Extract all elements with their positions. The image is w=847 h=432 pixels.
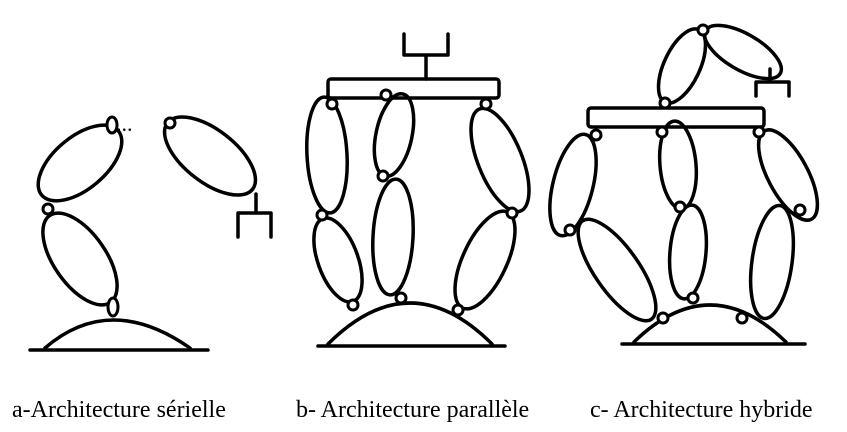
parallel-joint bbox=[325, 97, 339, 111]
hybrid-joint bbox=[696, 23, 710, 37]
hybrid-link-l2 bbox=[576, 217, 658, 323]
hybrid-base bbox=[632, 303, 788, 344]
parallel-platform bbox=[326, 77, 501, 100]
parallel-gripper-icon bbox=[402, 32, 450, 81]
hybrid-joint bbox=[686, 291, 700, 305]
serial-joint-far bbox=[163, 116, 177, 130]
serial-joint-top bbox=[105, 115, 119, 135]
parallel-link-r1 bbox=[469, 106, 531, 214]
hybrid-joint bbox=[752, 125, 766, 139]
hybrid-gripper-icon bbox=[754, 67, 791, 98]
serial-joint-base bbox=[106, 296, 120, 318]
hybrid-joint bbox=[655, 125, 669, 139]
hybrid-architecture bbox=[548, 23, 820, 346]
hybrid-link-m2 bbox=[667, 203, 709, 301]
serial-joints bbox=[41, 115, 177, 318]
parallel-link-r2 bbox=[453, 209, 517, 311]
serial-link-1 bbox=[36, 123, 124, 203]
hybrid-joint bbox=[656, 311, 670, 325]
hybrid-joint bbox=[563, 223, 577, 237]
serial-dots: ... bbox=[116, 111, 133, 136]
parallel-link-l1 bbox=[305, 95, 349, 215]
parallel-architecture bbox=[305, 77, 531, 348]
hybrid-joint bbox=[658, 96, 672, 110]
parallel-joint bbox=[379, 88, 393, 102]
hybrid-joint bbox=[673, 200, 687, 214]
parallel-base bbox=[326, 301, 494, 346]
parallel-link-l2 bbox=[312, 216, 364, 304]
hybrid-link-l1 bbox=[548, 132, 598, 238]
hybrid-joints bbox=[563, 23, 807, 325]
hybrid-joint bbox=[735, 311, 749, 325]
parallel-joint bbox=[451, 303, 465, 317]
parallel-link-m2 bbox=[371, 177, 415, 297]
caption-hybrid-architecture: c- Architecture hybride bbox=[590, 397, 813, 423]
parallel-joint bbox=[376, 169, 390, 183]
parallel-joint bbox=[479, 97, 493, 111]
serial-architecture: ... bbox=[28, 111, 258, 352]
hybrid-joint bbox=[793, 203, 807, 217]
parallel-joints bbox=[315, 88, 519, 317]
parallel-joint bbox=[346, 298, 360, 312]
hybrid-platform bbox=[586, 106, 766, 129]
parallel-joint bbox=[315, 208, 329, 222]
parallel-joint bbox=[505, 206, 519, 220]
serial-gripper-icon bbox=[236, 192, 273, 239]
parallel-link-m1 bbox=[372, 91, 416, 179]
parallel-joint bbox=[394, 291, 408, 305]
serial-base bbox=[43, 318, 192, 350]
caption-serial-architecture: a-Architecture sérielle bbox=[12, 397, 226, 423]
hybrid-arm-link-2 bbox=[702, 23, 784, 81]
hybrid-link-r2 bbox=[748, 203, 796, 321]
caption-parallel-architecture: b- Architecture parallèle bbox=[296, 397, 530, 423]
serial-joint-mid bbox=[41, 202, 55, 216]
hybrid-joint bbox=[589, 128, 603, 142]
